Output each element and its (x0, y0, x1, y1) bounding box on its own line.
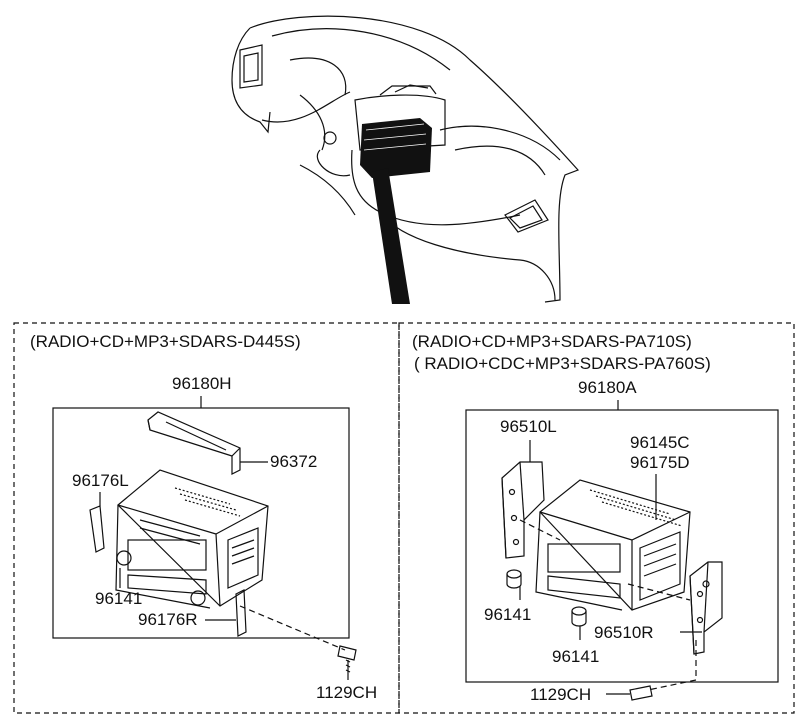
part-label-96145c: 96145C (630, 433, 690, 452)
part-label-96141-right-a: 96141 (484, 605, 532, 624)
pointer-wedge (372, 168, 410, 304)
part-label-96175d: 96175D (630, 453, 690, 472)
part-label-96510l: 96510L (500, 417, 557, 436)
right-panel-title-2: ( RADIO+CDC+MP3+SDARS-PA760S) (414, 354, 711, 373)
part-label-96510r: 96510R (594, 623, 654, 642)
part-label-1129ch-left: 1129CH (316, 683, 378, 702)
part-label-96141-right-b: 96141 (552, 647, 600, 666)
right-left-bracket (501, 461, 545, 559)
right-assembly-code: 96180A (578, 378, 637, 397)
part-label-96372: 96372 (270, 452, 318, 471)
right-panel-title-1: (RADIO+CD+MP3+SDARS-PA710S) (412, 332, 692, 351)
right-right-bracket (689, 561, 723, 655)
dash-head-unit (360, 118, 432, 178)
right-assembly-box (465, 409, 779, 683)
left-assembly-code: 96180H (172, 374, 232, 393)
right-screw (606, 685, 653, 701)
right-knob-left (506, 569, 522, 589)
left-top-bracket (147, 411, 241, 475)
left-radio-unit (115, 469, 269, 609)
part-label-1129ch-right: 1129CH (530, 685, 592, 704)
part-label-96176l: 96176L (72, 471, 129, 490)
part-label-96176r: 96176R (138, 610, 198, 629)
right-side-bracket (235, 589, 247, 637)
right-knob-right (571, 606, 587, 627)
left-screw (337, 645, 357, 680)
left-side-bracket (89, 505, 105, 553)
part-label-96141-left: 96141 (95, 589, 143, 608)
right-radio-unit (535, 479, 691, 611)
left-panel-title: (RADIO+CD+MP3+SDARS-D445S) (30, 332, 301, 351)
left-panel-border (13, 322, 400, 714)
right-panel-border (398, 322, 795, 714)
